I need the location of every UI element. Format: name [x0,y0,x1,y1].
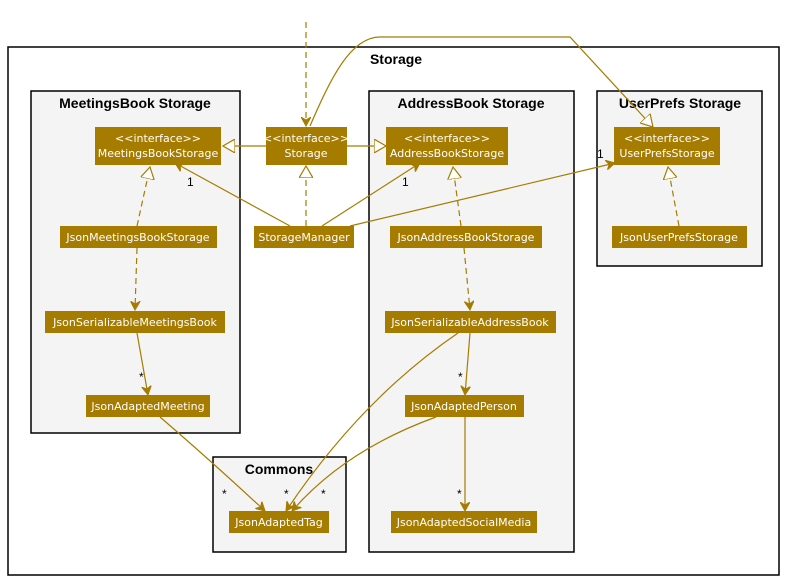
meetingsbook-to-meeting-edge [136,332,148,395]
class-name-label: JsonSerializableAddressBook [390,316,549,329]
person-to-tag-edge [292,416,437,511]
stereotype-label: <<interface>> [115,132,201,145]
class-address-book-storage[interactable]: <<interface>> AddressBookStorage [386,127,508,165]
meeting-to-tag-edge [159,416,265,511]
manager-to-userprefs-edge [349,163,615,227]
multiplicity-manager-meetings: 1 [187,175,194,189]
class-name-label: JsonAdaptedTag [234,516,322,529]
addressbook-storage-title: AddressBook Storage [397,95,544,111]
multiplicity-manager-userprefs: 1 [597,147,604,161]
addressbook-to-tag-edge [286,332,459,511]
class-json-user-prefs-storage[interactable]: JsonUserPrefsStorage [612,226,747,248]
class-json-adapted-tag[interactable]: JsonAdaptedTag [229,511,329,533]
userprefs-storage-title: UserPrefs Storage [619,95,741,111]
class-json-adapted-social-media[interactable]: JsonAdaptedSocialMedia [391,511,537,533]
manager-to-address-edge [321,163,420,227]
class-user-prefs-storage[interactable]: <<interface>> UserPrefsStorage [614,127,720,165]
class-json-serializable-address-book[interactable]: JsonSerializableAddressBook [385,311,556,333]
json-userprefs-implements-edge [668,167,680,227]
class-json-serializable-meetings-book[interactable]: JsonSerializableMeetingsBook [45,311,225,333]
class-json-adapted-meeting[interactable]: JsonAdaptedMeeting [86,395,210,417]
json-meetings-depends-edge [135,247,137,310]
storage-extends-userprefs-edge [309,36,653,127]
class-name-label: StorageManager [258,231,350,244]
commons-title: Commons [245,461,314,477]
class-json-address-book-storage[interactable]: JsonAddressBookStorage [390,226,542,248]
class-name-label: Storage [284,147,327,160]
class-storage-manager[interactable]: StorageManager [254,226,354,248]
class-name-label: JsonUserPrefsStorage [619,231,738,244]
json-meetings-implements-edge [136,167,150,227]
multiplicity-person-tag: * [321,487,326,501]
stereotype-label: <<interface>> [624,132,710,145]
stereotype-label: <<interface>> [263,132,349,145]
multiplicity-meeting-tag: * [222,487,227,501]
manager-to-meetings-edge [175,163,291,227]
json-address-depends-edge [463,247,470,310]
multiplicity-meetingsbook-meeting: * [139,370,144,384]
class-name-label: AddressBookStorage [390,147,504,160]
multiplicity-addressbook-tag: * [284,487,289,501]
class-name-label: JsonAdaptedMeeting [90,400,204,413]
class-meetings-book-storage[interactable]: <<interface>> MeetingsBookStorage [95,127,221,165]
addressbook-to-person-edge [465,332,470,395]
class-name-label: JsonAddressBookStorage [397,231,535,244]
class-storage[interactable]: <<interface>> Storage [263,127,349,165]
multiplicity-manager-address: 1 [402,175,409,189]
class-name-label: UserPrefsStorage [619,147,714,160]
class-name-label: JsonSerializableMeetingsBook [52,316,217,329]
class-name-label: JsonMeetingsBookStorage [65,231,209,244]
storage-package-title: Storage [370,51,422,67]
meetingsbook-storage-title: MeetingsBook Storage [59,95,211,111]
class-name-label: JsonAdaptedPerson [410,400,517,413]
class-json-adapted-person[interactable]: JsonAdaptedPerson [405,395,524,417]
class-name-label: JsonAdaptedSocialMedia [396,516,531,529]
multiplicity-person-socialmedia: * [457,487,462,501]
multiplicity-addressbook-person: * [458,370,463,384]
commons-package [212,456,347,553]
stereotype-label: <<interface>> [404,132,490,145]
class-name-label: MeetingsBookStorage [98,147,219,160]
class-json-meetings-book-storage[interactable]: JsonMeetingsBookStorage [60,226,217,248]
